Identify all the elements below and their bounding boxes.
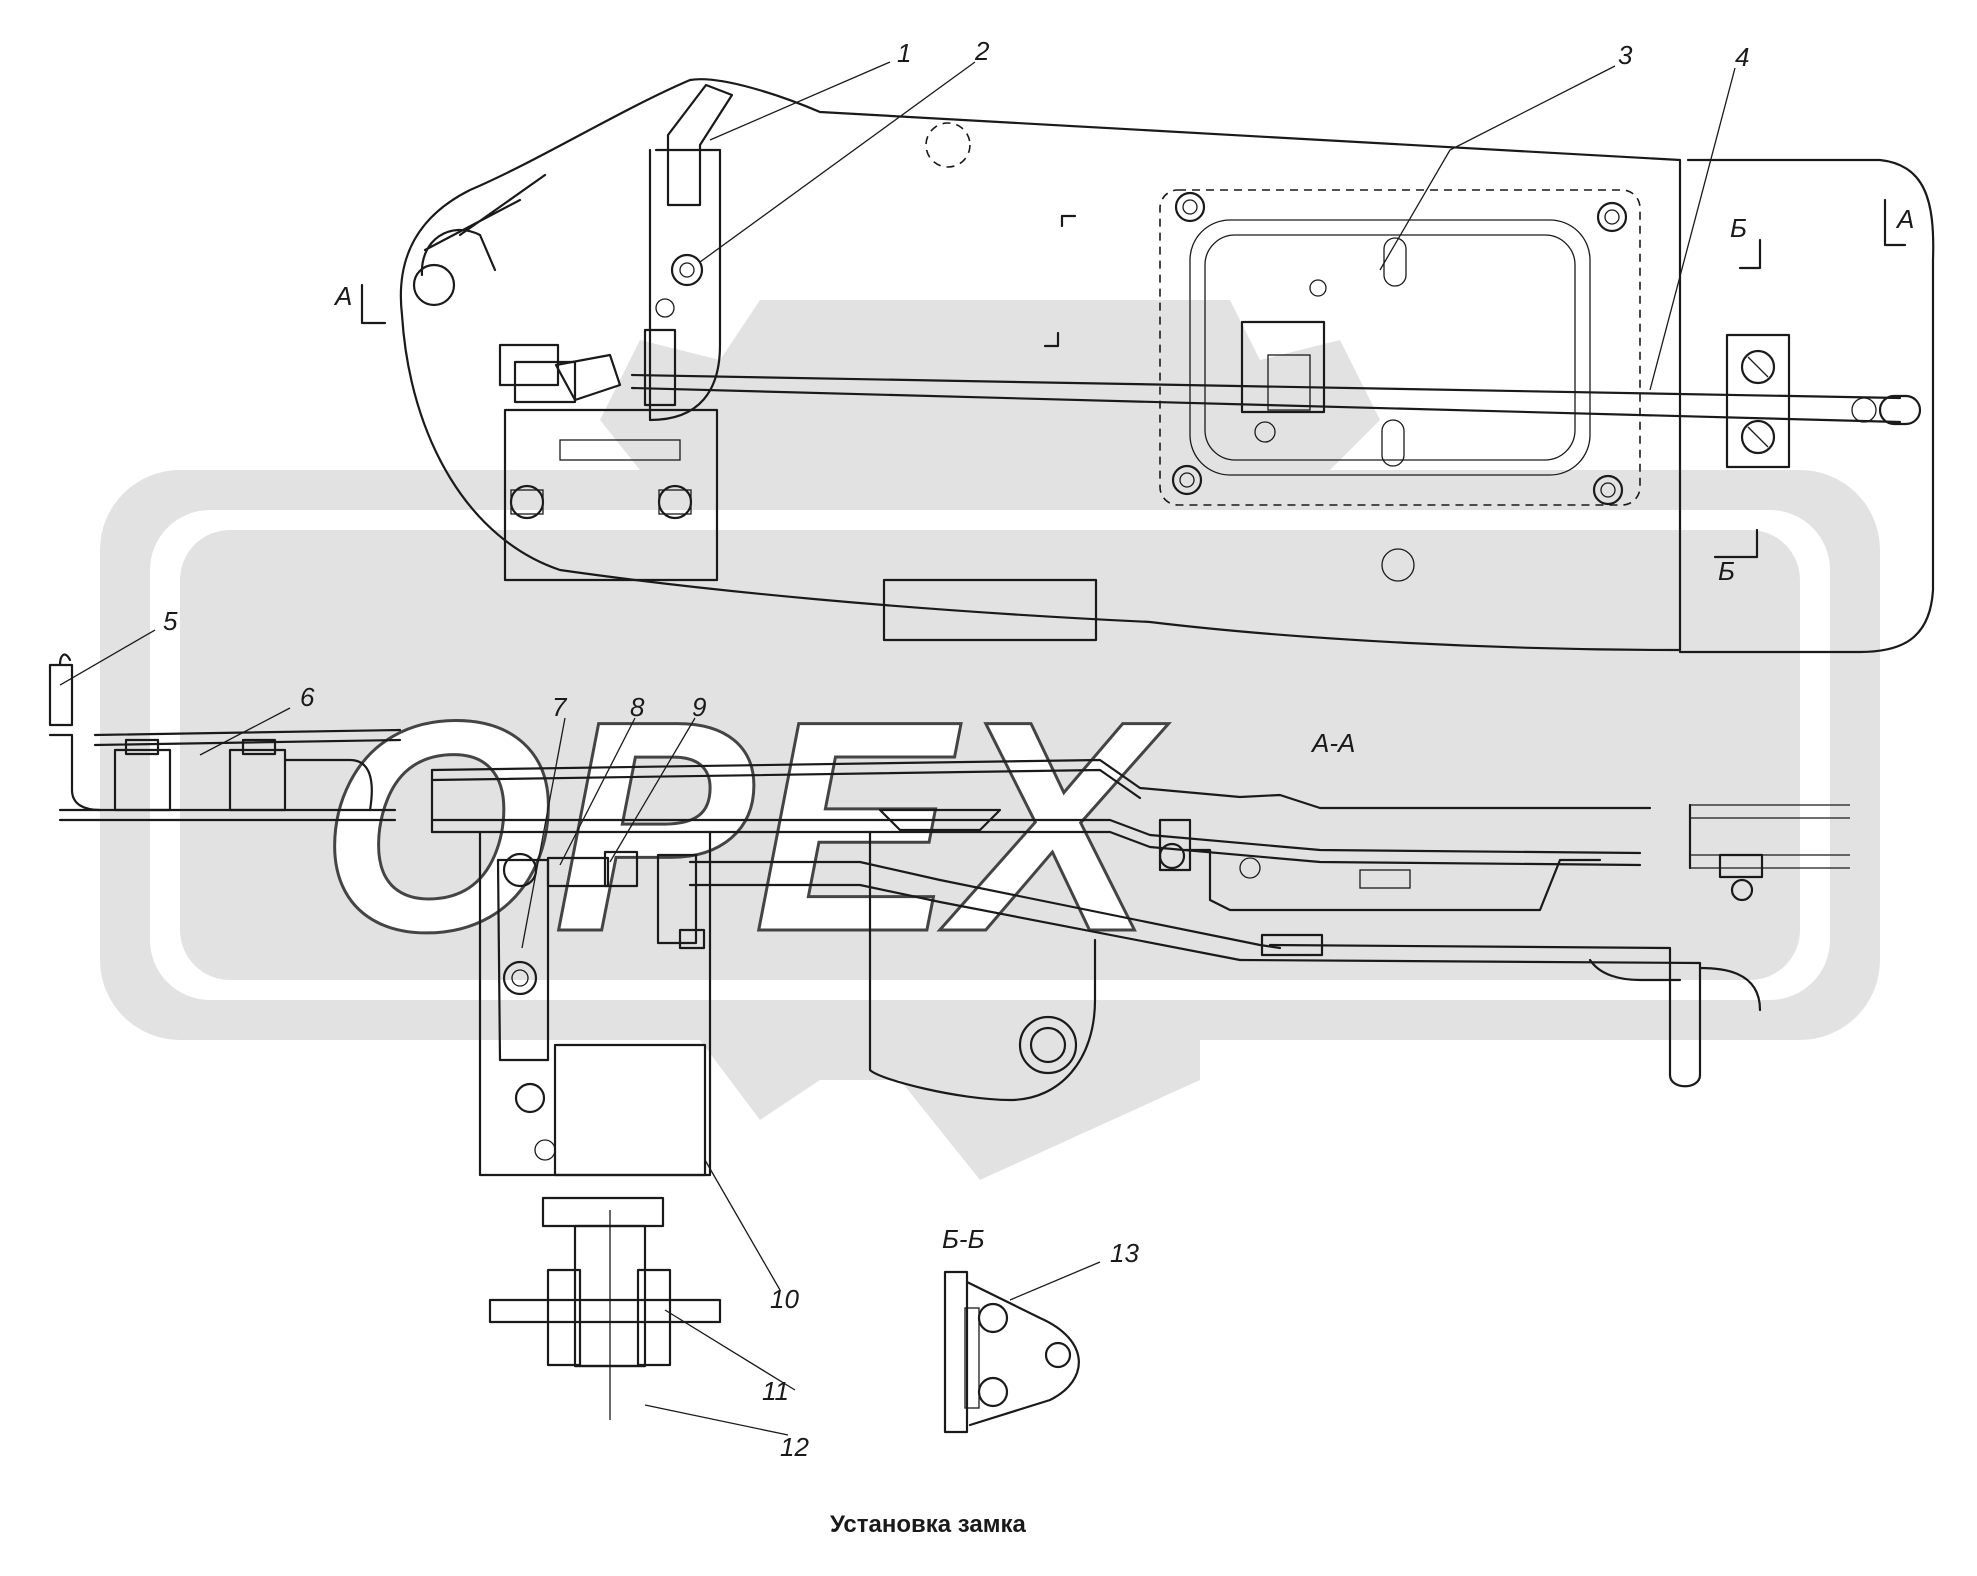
callout-2: 2 [974,36,990,66]
section-aa-view [430,758,1850,1177]
watermark-text: ОРЕХ [320,658,1169,994]
pivot-bolt [1018,1015,1078,1075]
section-mark-b-top: Б [1730,213,1762,270]
section-title-aa: А-А [1310,728,1355,758]
svg-text:Б: Б [1730,213,1747,243]
callout-6: 6 [300,682,315,712]
callout-4: 4 [1735,42,1749,72]
corner-nut [1592,474,1624,506]
corner-nut [1171,464,1203,496]
drawing-caption: Установка замка [830,1511,1027,1538]
callout-11: 11 [762,1376,789,1406]
leader-lines [59,61,1736,1436]
section-mark-a-left: А [333,281,387,325]
callout-3: 3 [1618,40,1633,70]
watermark-logo: ОРЕХ [100,300,1880,1180]
bottom-rod-detail [488,1196,722,1420]
callout-8: 8 [630,692,645,722]
section-mark-a-right: А [1883,198,1914,247]
bolt-head [509,484,545,520]
svg-text:Б: Б [1718,556,1735,586]
left-hinge-detail [48,653,402,822]
callout-13: 13 [1110,1238,1139,1268]
callout-1: 1 [897,38,911,68]
callout-12: 12 [780,1432,809,1462]
callout-5: 5 [163,606,178,636]
callout-7: 7 [552,692,568,722]
bolt-head [657,484,693,520]
svg-text:А: А [333,281,352,311]
section-title-bb: Б-Б [942,1224,985,1254]
callout-9: 9 [692,692,706,722]
top-view-door-panel [399,78,1935,654]
callout-numbers: 1 2 3 4 5 6 7 8 9 10 11 12 13 [163,36,1749,1462]
callout-10: 10 [770,1284,799,1314]
section-mark-b-bottom: Б [1713,528,1759,586]
svg-text:А: А [1895,204,1914,234]
section-bb-view [943,1270,1080,1434]
corner-nut [1596,201,1628,233]
corner-nut [1174,191,1206,223]
